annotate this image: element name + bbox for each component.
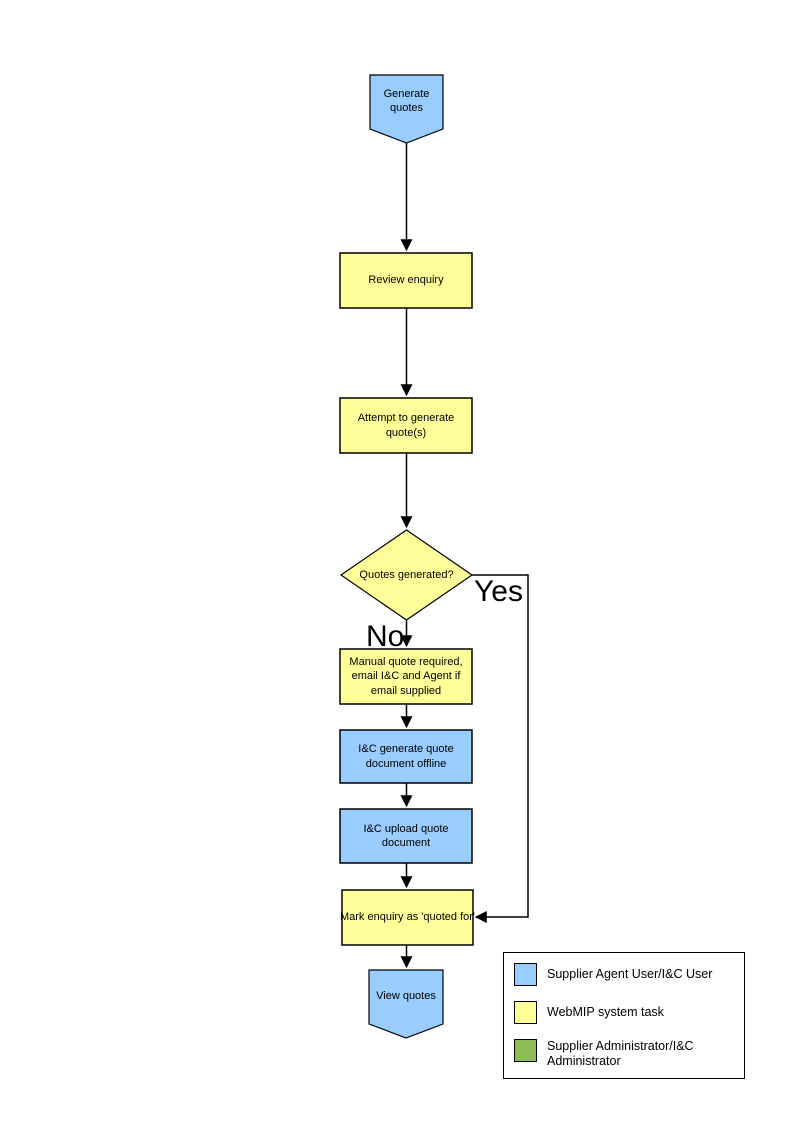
- quotes-generated-label: Quotes generated?: [359, 568, 454, 581]
- legend-item-label: Supplier Administrator/I&C Administrator: [547, 1039, 694, 1068]
- view-quotes-label: View quotes: [376, 989, 436, 1002]
- legend-item-administrator: Supplier Administrator/I&C Administrator: [514, 1039, 734, 1069]
- ic-upload-shape: [339, 808, 473, 864]
- legend-item-label: Supplier Agent User/I&C User: [547, 967, 713, 981]
- ic-generate-offline-shape: [339, 729, 473, 784]
- generate-quotes-shape: [369, 74, 444, 144]
- mark-quoted-label: Mark enquiry as 'quoted for': [339, 911, 476, 924]
- manual-quote-label: Manual quote required, email I&C and Age…: [349, 656, 463, 697]
- ic-upload-label: I&C upload quote document: [363, 822, 449, 849]
- review-enquiry-label: Review enquiry: [368, 274, 444, 287]
- connector-decision-yes-to-mark: [472, 574, 529, 923]
- legend-item-label: WebMIP system task: [547, 1005, 664, 1019]
- no-branch-label: No: [366, 620, 405, 653]
- legend-item-agent-user: Supplier Agent User/I&C User: [514, 963, 734, 986]
- yes-branch-label: Yes: [474, 575, 523, 608]
- legend-item-webmip-task: WebMIP system task: [514, 1001, 734, 1024]
- manual-quote-shape: [339, 648, 473, 705]
- mark-quoted-shape: [341, 889, 474, 946]
- legend-swatch-yellow: [514, 1001, 537, 1024]
- legend: Supplier Agent User/I&C User WebMIP syst…: [503, 952, 745, 1079]
- review-enquiry-shape: [339, 252, 473, 309]
- generate-quotes-label: Generate quotes: [383, 87, 430, 114]
- attempt-generate-label: Attempt to generate quote(s): [357, 412, 455, 439]
- legend-swatch-blue: [514, 963, 537, 986]
- legend-swatch-green: [514, 1039, 537, 1062]
- view-quotes-shape: [368, 969, 444, 1039]
- ic-generate-offline-label: I&C generate quote document offline: [358, 743, 454, 770]
